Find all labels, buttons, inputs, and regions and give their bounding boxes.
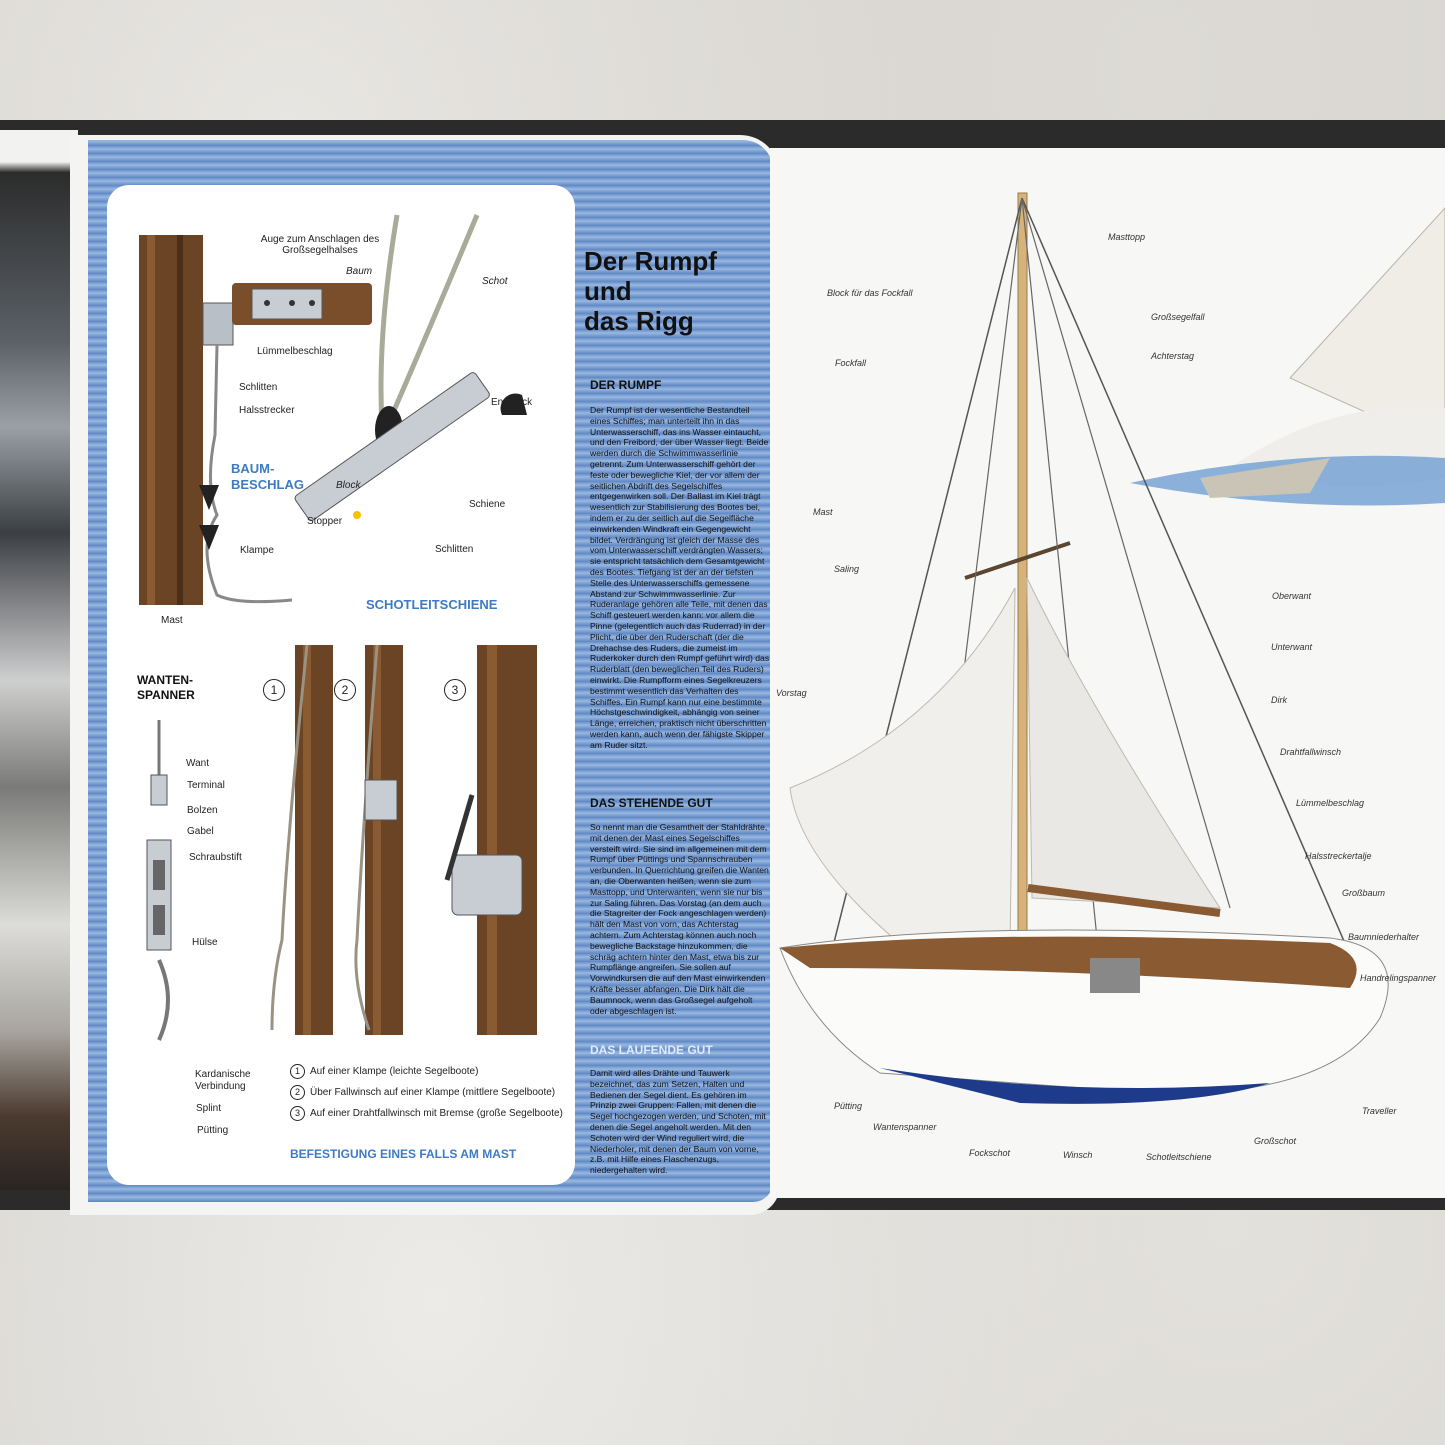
step-number-2: 2 (334, 679, 356, 701)
label-huelse: Hülse (192, 937, 218, 948)
rig-label-mast: Mast (813, 507, 833, 517)
section-heading-laufende-gut: DAS LAUFENDE GUT (590, 1043, 713, 1057)
label-schlitten: Schlitten (239, 382, 278, 393)
rig-label-block-fockfall: Block für das Fockfall (827, 288, 913, 298)
label-schlitten-2: Schlitten (435, 544, 474, 555)
label-auge: Auge zum Anschlagen des Großsegelhalses (260, 234, 380, 256)
section-text-rumpf: Der Rumpf ist der wesentliche Bestandtei… (590, 405, 770, 750)
label-luemmelbeschlag: Lümmelbeschlag (257, 346, 333, 357)
rig-label-halsstreckertalje: Halsstreckertalje (1305, 851, 1372, 861)
label-endstueck: Endstück (491, 397, 533, 408)
rig-label-drahtfallwinsch: Drahtfallwinsch (1280, 747, 1342, 757)
rig-label-traveller: Traveller (1362, 1106, 1397, 1116)
step-number-1: 1 (263, 679, 285, 701)
rig-label-puetting: Pütting (834, 1101, 863, 1111)
section-heading-rumpf: DER RUMPF (590, 378, 662, 392)
label-splint: Splint (196, 1103, 222, 1114)
label-kardanische-verbindung: Kardanische Verbindung (195, 1069, 251, 1092)
section-heading-stehende-gut: DAS STEHENDE GUT (590, 796, 713, 810)
label-halsstrecker: Halsstrecker (239, 405, 295, 416)
rig-label-oberwant: Oberwant (1272, 591, 1312, 601)
article-title: Der Rumpf und das Rigg (584, 246, 717, 336)
rig-label-masttopp: Masttopp (1108, 232, 1146, 242)
sailboat-diagram (779, 192, 1445, 1104)
heading-befestigung: BEFESTIGUNG EINES FALLS AM MAST (290, 1147, 517, 1161)
label-block: Block (336, 480, 361, 491)
heading-baumbeschlag: BAUM- BESCHLAG (231, 461, 304, 492)
label-gabel: Gabel (187, 826, 214, 837)
rig-label-saling: Saling (834, 564, 860, 574)
rig-label-dirk: Dirk (1271, 695, 1287, 705)
label-baum: Baum (346, 266, 373, 277)
section-text-laufende-gut: Damit wird alles Drähte und Tauwerk beze… (590, 1068, 766, 1176)
rig-label-vorstag: Vorstag (776, 688, 807, 698)
left-photo-strip (0, 130, 78, 1190)
label-want: Want (186, 758, 209, 769)
rig-label-handrelingspanner: Handrelingspanner (1360, 973, 1437, 983)
rig-label-unterwant: Unterwant (1271, 642, 1313, 652)
label-mast: Mast (161, 615, 183, 626)
heading-wantenspanner: WANTEN- SPANNER (137, 673, 195, 702)
label-terminal: Terminal (187, 780, 225, 791)
step-number-3: 3 (444, 679, 466, 701)
rig-label-baumniederhalter: Baumniederhalter (1348, 932, 1420, 942)
turnbuckle-illustration (146, 644, 537, 1041)
label-klampe: Klampe (240, 545, 274, 556)
label-puetting: Pütting (197, 1125, 229, 1136)
rig-label-schotleitschiene: Schotleitschiene (1146, 1152, 1212, 1162)
rig-label-wantenspanner: Wantenspanner (873, 1122, 937, 1132)
label-schot: Schot (482, 276, 508, 287)
rig-label-fockschot: Fockschot (969, 1148, 1011, 1158)
label-schraubstift: Schraubstift (189, 852, 242, 863)
label-bolzen: Bolzen (187, 805, 218, 816)
rig-label-grossbaum: Großbaum (1342, 888, 1386, 898)
section-text-stehende-gut: So nennt man die Gesamtheit der Stahldrä… (590, 822, 769, 1016)
rig-label-winsch: Winsch (1063, 1150, 1093, 1160)
rig-label-fockfall: Fockfall (835, 358, 867, 368)
rig-label-luemmelbeschlag: Lümmelbeschlag (1296, 798, 1365, 808)
label-stopper: Stopper (307, 516, 343, 527)
label-schiene: Schiene (469, 499, 506, 510)
boom-fitting-illustration (139, 214, 527, 605)
rig-label-achterstag: Achterstag (1151, 351, 1195, 361)
rig-label-grossschot: Großschot (1254, 1136, 1297, 1146)
heading-schotleitschiene: SCHOTLEITSCHIENE (366, 597, 498, 612)
rig-label-grosssegelfall: Großsegelfall (1151, 312, 1205, 322)
